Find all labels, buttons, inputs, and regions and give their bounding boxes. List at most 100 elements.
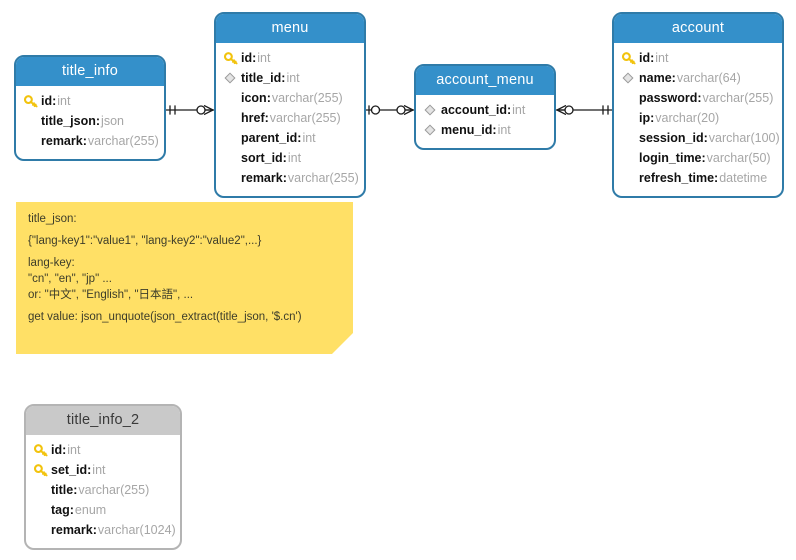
key-icon xyxy=(34,463,48,476)
key-icon xyxy=(224,51,238,64)
no-key-icon xyxy=(34,503,51,517)
field-type: int xyxy=(512,103,526,117)
note-fold-corner-icon xyxy=(332,333,353,354)
field-row[interactable]: session_id: varchar(100) xyxy=(622,128,780,148)
no-key-icon xyxy=(224,171,241,185)
field-type: int xyxy=(302,131,316,145)
field-name: icon: xyxy=(241,91,271,105)
no-key-icon xyxy=(34,523,51,537)
field-type: int xyxy=(287,151,302,165)
field-type: varchar(255) xyxy=(78,483,150,497)
field-row[interactable]: title_id: int xyxy=(224,68,356,88)
field-name: name: xyxy=(639,71,676,85)
field-type: int xyxy=(286,71,300,85)
diamond-icon xyxy=(622,71,639,85)
field-type: int xyxy=(67,443,81,457)
field-type: varchar(20) xyxy=(655,111,720,125)
key-icon xyxy=(34,443,48,456)
field-name: refresh_time: xyxy=(639,171,719,185)
relationship-menu-account_menu xyxy=(366,104,414,116)
field-type: int xyxy=(497,123,511,137)
field-type: int xyxy=(257,51,271,65)
entity-title-account_menu: account_menu xyxy=(416,66,554,95)
field-row[interactable]: parent_id: int xyxy=(224,128,356,148)
key-icon xyxy=(622,51,639,65)
no-key-icon xyxy=(622,131,639,145)
no-key-icon xyxy=(224,91,241,105)
key-icon xyxy=(224,51,241,65)
field-row[interactable]: account_id: int xyxy=(424,100,546,120)
field-row[interactable]: refresh_time: datetime xyxy=(622,168,774,188)
field-row[interactable]: id: int xyxy=(34,440,172,460)
field-name: sort_id: xyxy=(241,151,287,165)
field-row[interactable]: id: int xyxy=(24,91,156,111)
field-name: id: xyxy=(241,51,257,65)
field-type: varchar(50) xyxy=(706,151,771,165)
field-row[interactable]: id: int xyxy=(622,48,774,68)
field-type: varchar(1024) xyxy=(97,523,176,537)
key-icon xyxy=(34,463,51,477)
field-name: menu_id: xyxy=(441,123,497,137)
field-row[interactable]: remark: varchar(1024) xyxy=(34,520,176,540)
diamond-icon xyxy=(424,103,441,117)
field-row[interactable]: ip: varchar(20) xyxy=(622,108,774,128)
field-name: id: xyxy=(639,51,655,65)
field-row[interactable]: login_time: varchar(50) xyxy=(622,148,774,168)
field-row[interactable]: title_json: json xyxy=(24,111,156,131)
no-key-icon xyxy=(224,131,241,145)
entity-title-title_info: title_info xyxy=(16,57,164,86)
note-line: lang-key: xyxy=(28,257,75,269)
entity-title-account: account xyxy=(614,14,782,43)
field-row[interactable]: menu_id: int xyxy=(424,120,546,140)
no-key-icon xyxy=(622,91,639,105)
field-type: varchar(64) xyxy=(676,71,741,85)
field-type: varchar(100) xyxy=(708,131,780,145)
field-row[interactable]: title: varchar(255) xyxy=(34,480,172,500)
field-row[interactable]: sort_id: int xyxy=(224,148,356,168)
field-row[interactable]: tag: enum xyxy=(34,500,172,520)
field-row[interactable]: remark: varchar(255) xyxy=(24,131,159,151)
key-icon xyxy=(24,94,38,107)
field-name: href: xyxy=(241,111,269,125)
field-name: remark: xyxy=(41,134,87,148)
field-name: tag: xyxy=(51,503,74,517)
no-key-icon xyxy=(224,111,241,125)
field-name: title: xyxy=(51,483,78,497)
sticky-note-title_json_note[interactable]: title_json:{"lang-key1":"value1", "lang-… xyxy=(16,202,353,354)
no-key-icon xyxy=(34,483,51,497)
field-row[interactable]: id: int xyxy=(224,48,356,68)
field-name: password: xyxy=(639,91,702,105)
field-row[interactable]: set_id: int xyxy=(34,460,172,480)
field-name: remark: xyxy=(241,171,287,185)
field-type: int xyxy=(655,51,669,65)
field-row[interactable]: icon: varchar(255) xyxy=(224,88,356,108)
field-type: int xyxy=(92,463,106,477)
field-type: datetime xyxy=(719,171,768,185)
field-name: title_id: xyxy=(241,71,286,85)
entity-title-menu: menu xyxy=(216,14,364,43)
field-row[interactable]: name: varchar(64) xyxy=(622,68,774,88)
entity-title-title_info_2: title_info_2 xyxy=(26,406,180,435)
field-type: varchar(255) xyxy=(271,91,343,105)
field-row[interactable]: href: varchar(255) xyxy=(224,108,356,128)
no-key-icon xyxy=(24,114,41,128)
note-line: or: "中文", "English", "日本語", ... xyxy=(28,289,194,301)
field-name: parent_id: xyxy=(241,131,302,145)
field-row[interactable]: remark: varchar(255) xyxy=(224,168,359,188)
no-key-icon xyxy=(622,151,639,165)
field-type: enum xyxy=(74,503,107,517)
key-icon xyxy=(622,51,636,64)
field-row[interactable]: password: varchar(255) xyxy=(622,88,774,108)
relationship-account_menu-account xyxy=(556,104,612,116)
field-type: json xyxy=(101,114,124,128)
